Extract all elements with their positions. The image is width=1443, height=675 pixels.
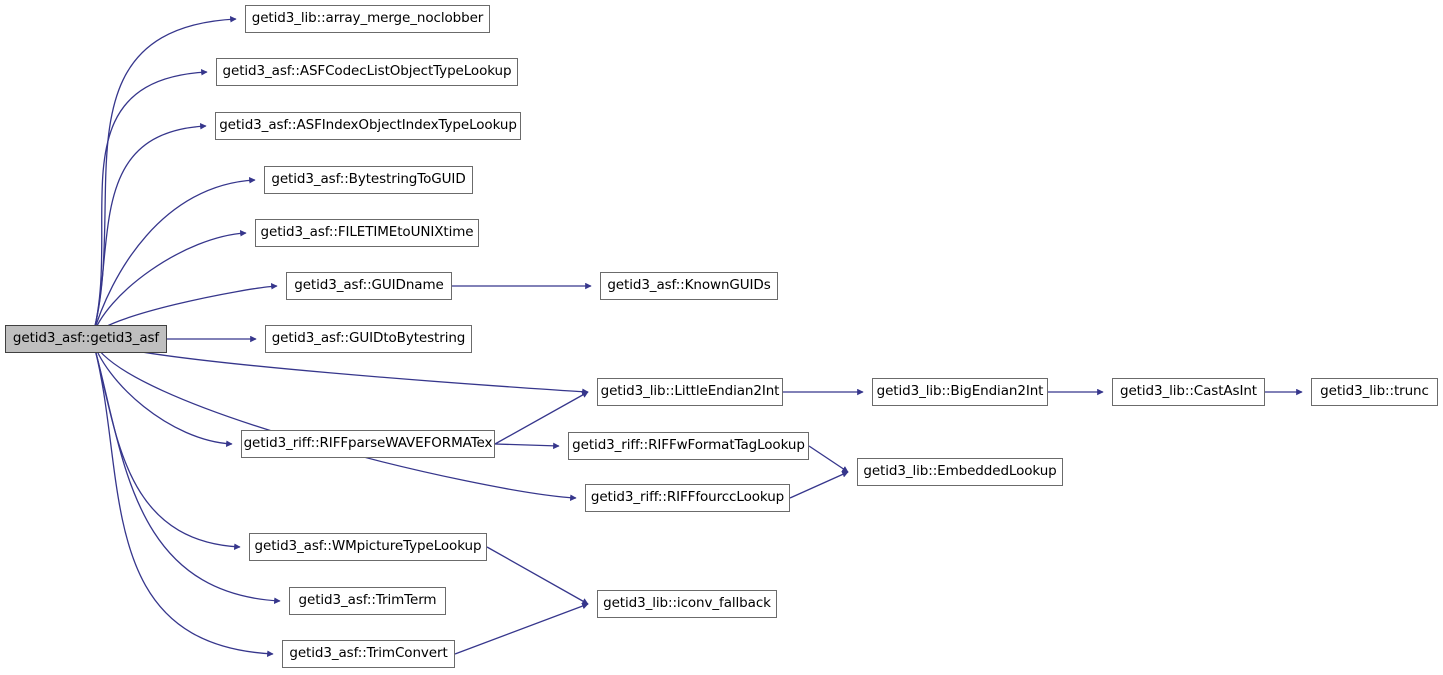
graph-edge-root-to-riff_fourcc_lookup [91, 337, 577, 501]
graph-node-little_endian_2_int[interactable]: getid3_lib::LittleEndian2Int [597, 378, 783, 406]
graph-node-array_merge_noclobber[interactable]: getid3_lib::array_merge_noclobber [245, 5, 490, 33]
graph-node-guid_to_bytestring[interactable]: getid3_asf::GUIDtoBytestring [265, 325, 472, 353]
graph-node-iconv_fallback[interactable]: getid3_lib::iconv_fallback [597, 590, 777, 618]
graph-node-bytestring_to_guid[interactable]: getid3_asf::BytestringToGUID [264, 166, 473, 194]
graph-edge-root-to-trim_convert [91, 337, 274, 657]
graph-node-riff_parse_waveformatex[interactable]: getid3_riff::RIFFparseWAVEFORMATex [241, 430, 495, 458]
graph-node-trunc[interactable]: getid3_lib::trunc [1311, 378, 1438, 406]
graph-edge-root-to-filetime_to_unixtime [91, 230, 247, 339]
graph-node-known_guids[interactable]: getid3_asf::KnownGUIDs [600, 272, 778, 300]
graph-node-riff_wformat_tag[interactable]: getid3_riff::RIFFwFormatTagLookup [568, 432, 809, 460]
graph-node-filetime_to_unixtime[interactable]: getid3_asf::FILETIMEtoUNIXtime [255, 219, 479, 247]
graph-node-root[interactable]: getid3_asf::getid3_asf [5, 325, 167, 353]
graph-edge-riff_wformat_tag-to-embedded_lookup [808, 445, 849, 473]
graph-node-cast_as_int[interactable]: getid3_lib::CastAsInt [1112, 378, 1265, 406]
graph-node-asf_index_object[interactable]: getid3_asf::ASFIndexObjectIndexTypeLooku… [215, 112, 521, 140]
graph-node-guidname[interactable]: getid3_asf::GUIDname [286, 272, 452, 300]
graph-edge-root-to-wm_picture_type [91, 337, 241, 550]
graph-edge-root-to-array_merge_noclobber [91, 16, 237, 339]
graph-node-big_endian_2_int[interactable]: getid3_lib::BigEndian2Int [872, 378, 1048, 406]
graph-edge-trim_convert-to-iconv_fallback [454, 603, 589, 655]
graph-node-asf_codec_list[interactable]: getid3_asf::ASFCodecListObjectTypeLookup [216, 58, 518, 86]
graph-node-embedded_lookup[interactable]: getid3_lib::EmbeddedLookup [857, 458, 1063, 486]
graph-node-trim_term[interactable]: getid3_asf::TrimTerm [289, 587, 446, 615]
graph-edge-riff_fourcc_lookup-to-embedded_lookup [789, 471, 849, 499]
graph-node-riff_fourcc_lookup[interactable]: getid3_riff::RIFFfourccLookup [585, 484, 790, 512]
graph-edge-riff_parse_waveformatex-to-riff_wformat_tag [494, 442, 560, 450]
graph-edge-root-to-bytestring_to_guid [91, 177, 256, 339]
graph-edge-root-to-asf_codec_list [91, 69, 208, 339]
graph-edge-root-to-asf_index_object [91, 123, 207, 339]
graph-edge-root-to-trim_term [91, 337, 281, 604]
graph-edge-wm_picture_type-to-iconv_fallback [486, 546, 589, 605]
graph-edge-root-to-riff_parse_waveformatex [91, 337, 233, 447]
graph-node-wm_picture_type[interactable]: getid3_asf::WMpictureTypeLookup [249, 533, 487, 561]
graph-node-trim_convert[interactable]: getid3_asf::TrimConvert [282, 640, 455, 668]
